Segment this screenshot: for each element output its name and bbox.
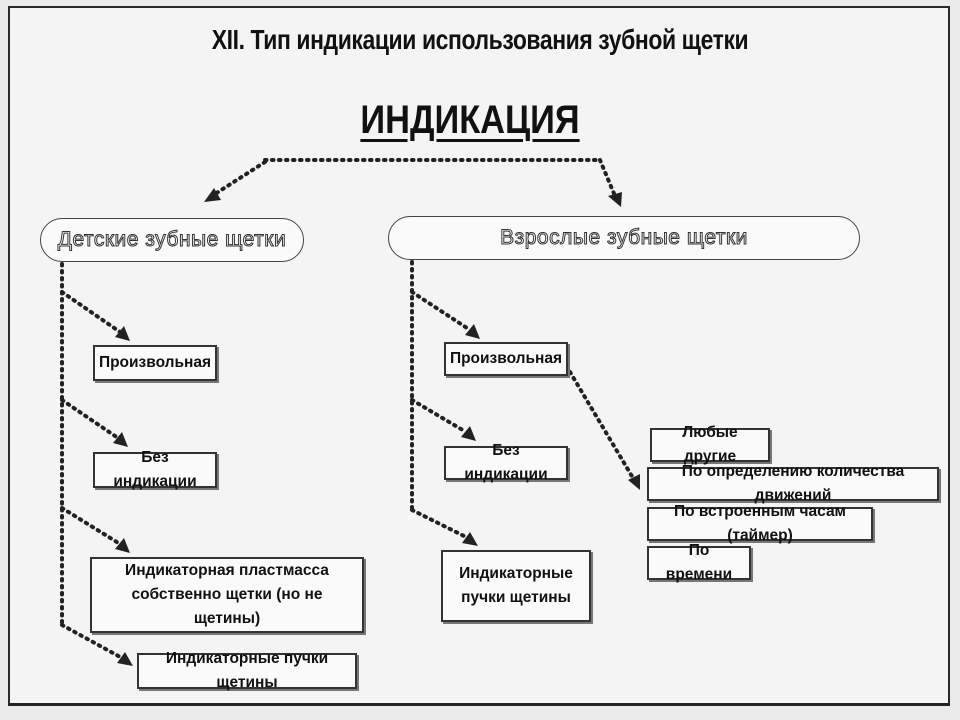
arrow-to-children <box>213 160 267 196</box>
arrow-c-plastic <box>60 506 122 546</box>
category-children: Детские зубные щетки <box>40 218 304 262</box>
diagram-heading: ИНДИКАЦИЯ <box>360 98 580 142</box>
slide-title: XII. Тип индикации использования зубной … <box>211 24 749 55</box>
option-time-box: По времени <box>647 542 751 583</box>
option-timer-box: По встроенным часам (таймер) <box>647 503 873 544</box>
arrow-c-tufts <box>60 623 124 660</box>
arrow-head <box>628 474 640 490</box>
arrow-c-noind <box>60 398 120 440</box>
children-plastic-box: Индикаторная пластмасса собственно щетки… <box>90 557 364 633</box>
arrow-head <box>465 324 480 339</box>
arrow-a-tufts <box>410 508 470 540</box>
children-tufts-box: Индикаторные пучки щетины <box>137 650 357 691</box>
children-no-indication-box: Без индикации <box>93 449 217 490</box>
adults-tufts-box: Индикаторные пучки щетины <box>441 550 591 622</box>
adults-arbitrary-box: Произвольная <box>444 342 568 376</box>
arrow-arbitrary-options <box>568 370 635 480</box>
adults-no-indication-box: Без индикации <box>444 442 568 483</box>
arrow-head <box>462 532 478 546</box>
arrow-head <box>204 188 221 202</box>
arrow-to-adults <box>598 158 617 198</box>
arrow-c-arbitrary <box>60 290 122 334</box>
option-movement-count-box: По определению количества движений <box>647 463 939 504</box>
arrow-head <box>608 192 622 207</box>
children-arbitrary-box: Произвольная <box>93 345 217 381</box>
arrow-head <box>115 538 130 553</box>
arrow-a-arbitrary <box>410 290 472 332</box>
category-adults: Взрослые зубные щетки <box>388 216 860 260</box>
arrow-head <box>113 432 128 447</box>
arrow-a-noind <box>410 398 468 434</box>
option-any-other-box: Любые другие <box>650 424 770 465</box>
arrow-head <box>117 652 133 666</box>
arrow-head <box>115 326 130 341</box>
arrow-head <box>461 426 476 441</box>
